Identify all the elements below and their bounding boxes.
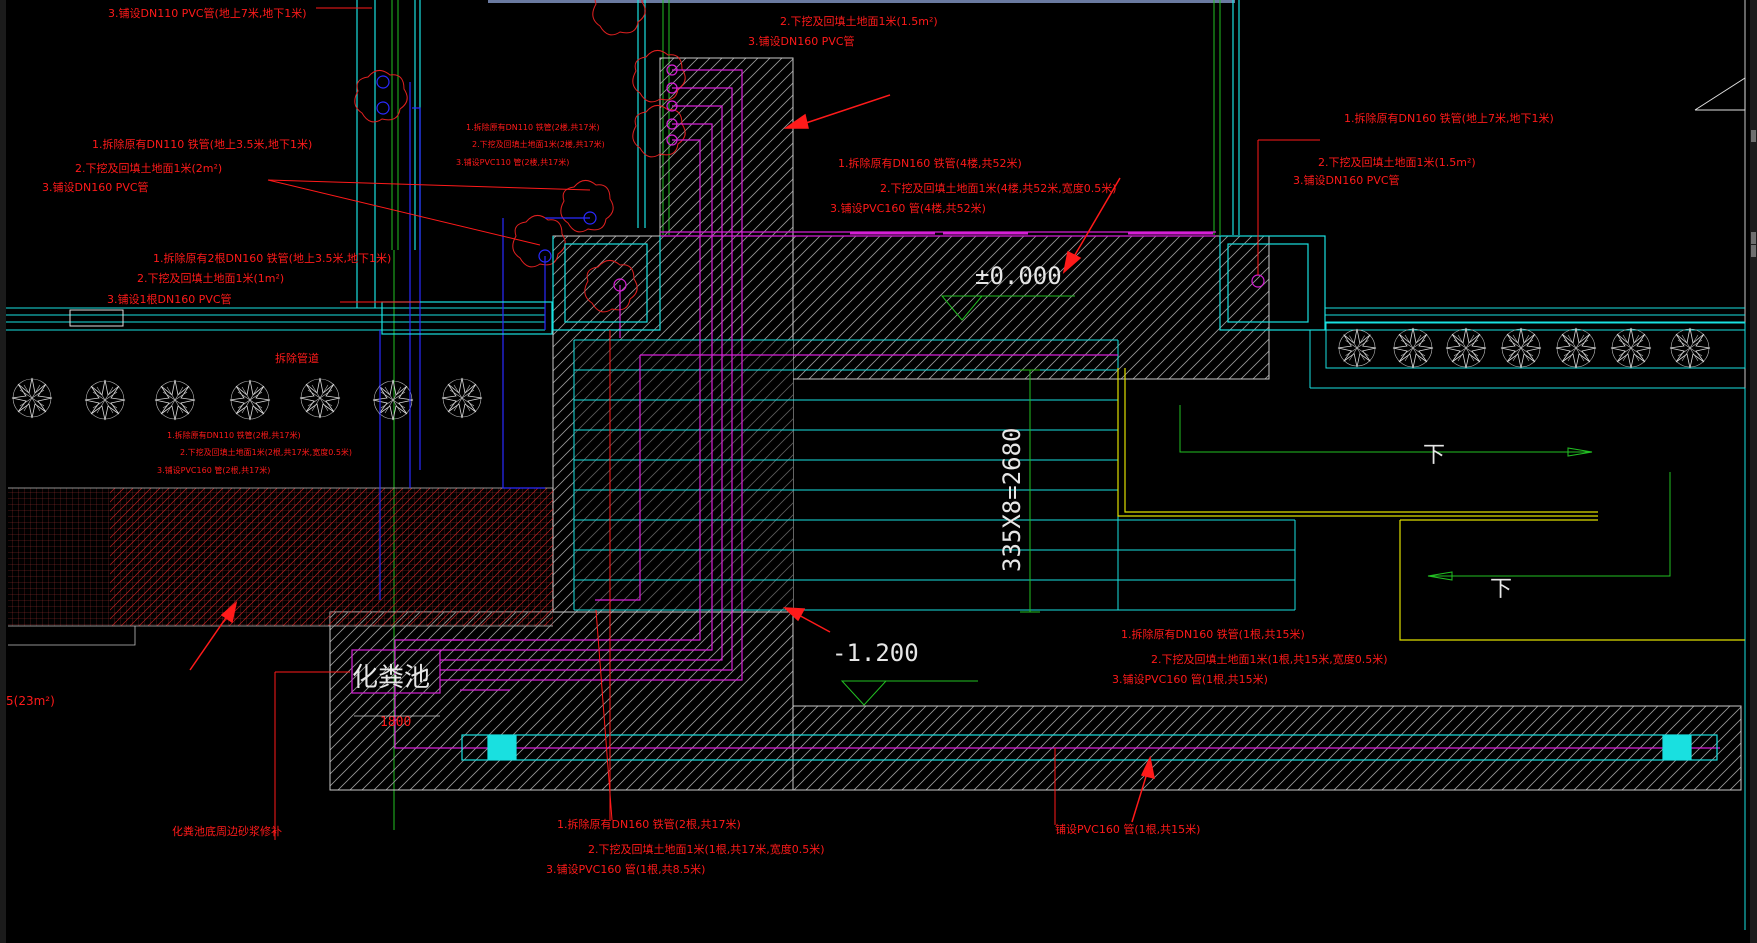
label-small-2: 2.下挖及回填土地面1米(2楼,共17米) [472,139,605,149]
label-planter-3: 3.铺设PVC160 管(2根,共17米) [157,465,270,475]
label-top-mid-2: 2.下挖及回填土地面1米(1.5m²) [780,14,938,28]
right-scroll-strip[interactable] [1750,0,1757,943]
label-left-a-3: 3.铺设DN160 PVC管 [42,180,149,194]
label-top-mid-3: 3.铺设DN160 PVC管 [748,34,855,48]
label-small-3: 3.铺设PVC110 管(2楼,共17米) [456,157,569,167]
label-bottom-2: 2.下挖及回填土地面1米(1根,共17米,宽度0.5米) [588,842,825,856]
label-right-mid-1: 1.拆除原有DN160 铁管(1根,共15米) [1121,627,1305,641]
stair-dimension-text: 335X8=2680 [998,428,1026,573]
top-window-strip [488,0,1235,3]
leader-lines [267,7,1320,840]
dimensions: ±0.000 -1.200 335X8=2680 1800 化粪池 下 下 [352,262,1512,730]
label-planter-1: 1.拆除原有DN110 铁管(2根,共17米) [167,430,301,440]
label-left-a-2: 2.下挖及回填土地面1米(2m²) [75,161,222,175]
north-mark [1694,77,1746,111]
label-planter-2: 2.下挖及回填土地面1米(2根,共17米,宽度0.5米) [180,447,352,457]
right-tick [1751,232,1756,244]
pipe-network [376,64,1720,749]
elevation-bottom-text: -1.200 [832,639,919,667]
left-border [0,0,6,943]
label-left-a-1: 1.拆除原有DN110 铁管(地上3.5米,地下1米) [92,137,312,151]
label-left-b-1: 1.拆除原有2根DN160 铁管(地上3.5米,地下1米) [153,251,391,265]
label-right-mid-3: 3.铺设PVC160 管(1根,共15米) [1112,672,1268,686]
elevation-marks [840,295,1075,706]
elevation-top-text: ±0.000 [975,262,1062,290]
label-area-left: 5(23m²) [6,694,55,708]
label-top-left-3: 3.铺设DN110 PVC管(地上7米,地下1米) [108,6,307,20]
label-right-top-1: 1.拆除原有DN160 铁管(地上7米,地下1米) [1344,111,1554,125]
label-small-1: 1.拆除原有DN110 铁管(2楼,共17米) [466,122,600,132]
cyan-frames [351,235,1718,761]
label-cut-note: 拆除管道 [275,351,319,365]
label-right-top-3: 3.铺设DN160 PVC管 [1293,173,1400,187]
annotations: 3.铺设DN110 PVC管(地上7米,地下1米) 2.下挖及回填土地面1米(1… [6,6,1554,876]
shrub-row-left [11,377,483,421]
septic-width-text: 1800 [380,715,411,730]
right-tick [1751,130,1756,142]
septic-tank-label: 化粪池 [352,663,430,693]
down-arrow-label-1: 下 [1423,443,1445,468]
label-left-b-3: 3.铺设1根DN160 PVC管 [107,292,232,306]
label-mid-3: 3.铺设PVC160 管(4楼,共52米) [830,201,986,215]
label-mid-2: 2.下挖及回填土地面1米(4楼,共52米,宽度0.5米) [880,181,1117,195]
paving-grid [8,487,553,646]
label-mid-1: 1.拆除原有DN160 铁管(4楼,共52米) [838,156,1022,170]
label-bottom-right: 铺设PVC160 管(1根,共15米) [1055,822,1200,836]
red-arrows [189,94,1155,823]
shrub-row-right [1337,327,1711,369]
label-right-top-2: 2.下挖及回填土地面1米(1.5m²) [1318,155,1476,169]
label-septic-note: 化粪池底周边砂浆修补 [172,824,282,838]
label-left-b-2: 2.下挖及回填土地面1米(1m²) [137,271,284,285]
room-outline [1117,368,1745,641]
down-arrow-label-2: 下 [1490,577,1512,602]
label-right-mid-2: 2.下挖及回填土地面1米(1根,共15米,宽度0.5米) [1151,652,1388,666]
right-tick [1751,245,1756,257]
label-bottom-3: 3.铺设PVC160 管(1根,共8.5米) [546,862,705,876]
label-bottom-1: 1.拆除原有DN160 铁管(2根,共17米) [557,817,741,831]
